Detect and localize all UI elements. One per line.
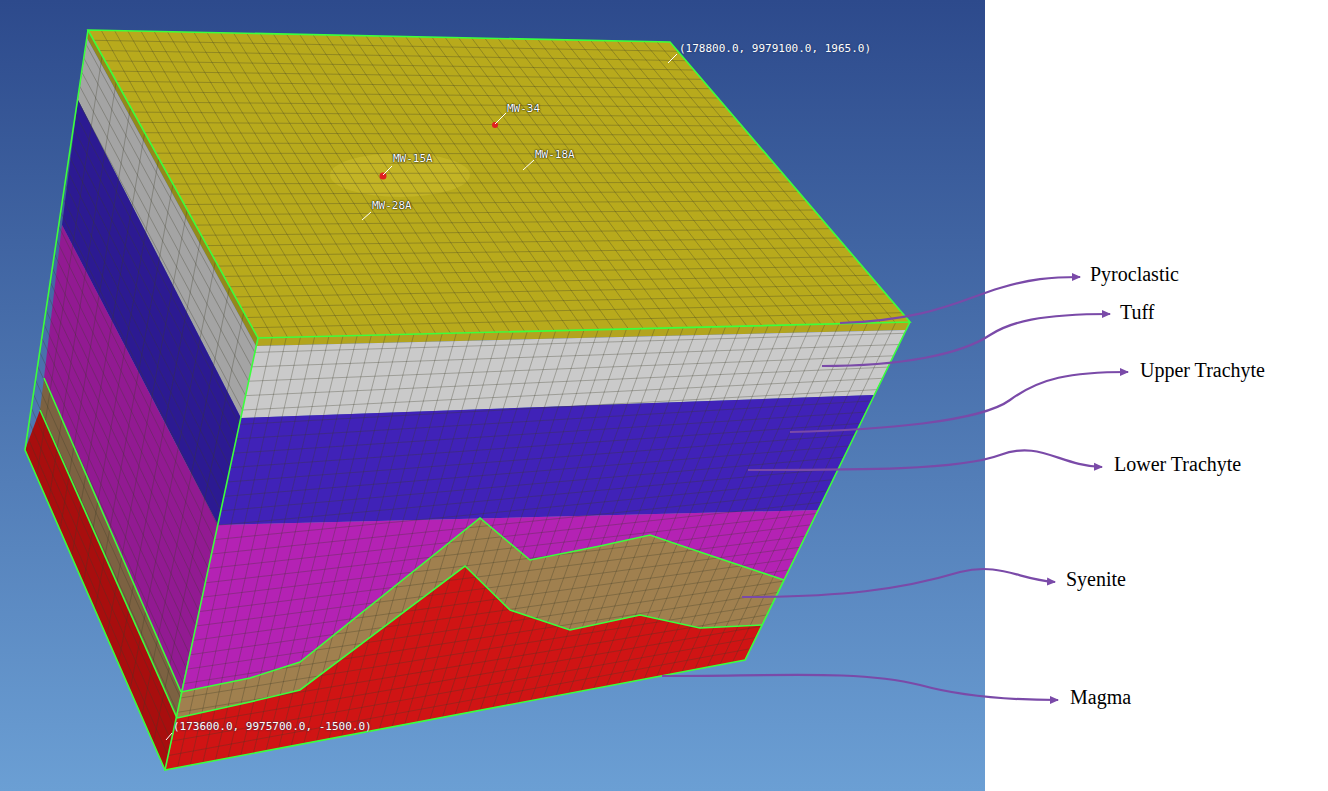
- mesh-line: [139, 122, 742, 126]
- mesh-line: [205, 514, 816, 583]
- mesh-line: [208, 502, 822, 568]
- mesh-line: [202, 525, 811, 597]
- mesh-line: [145, 133, 750, 136]
- front-face: [165, 322, 910, 770]
- mesh-line: [122, 92, 718, 98]
- surface-bump: [330, 153, 470, 197]
- mesh-line: [252, 313, 902, 328]
- mesh-line: [190, 570, 789, 655]
- block-edges: [25, 30, 910, 770]
- mesh-line: [168, 649, 750, 756]
- mesh-line: [57, 240, 212, 554]
- mesh-line: [73, 128, 236, 439]
- mesh-line: [82, 72, 249, 381]
- mesh-line: [179, 191, 798, 194]
- mesh-line: [213, 247, 846, 256]
- mesh-line: [187, 581, 784, 669]
- mesh-line: [233, 412, 866, 453]
- mesh-line: [69, 156, 230, 468]
- well-markers: [166, 54, 677, 740]
- mesh-line: [227, 435, 855, 482]
- mesh-line: [44, 324, 193, 640]
- mesh-line: [230, 423, 860, 467]
- mesh-line: [94, 40, 678, 51]
- mesh-line: [201, 229, 830, 236]
- coordinate-label: (178800.0, 9979100.0, 1965.0): [679, 42, 871, 55]
- mesh-line: [173, 182, 790, 184]
- mesh-line: [65, 184, 224, 496]
- layer-name: Magma: [1070, 686, 1131, 709]
- mesh-line: [190, 210, 814, 215]
- leader-arrows: [662, 277, 1128, 700]
- mesh-line: [221, 457, 844, 511]
- coordinate-label: (173600.0, 9975700.0, -1500.0): [173, 720, 372, 733]
- mesh-line: [116, 81, 710, 88]
- mesh-line: [196, 547, 800, 626]
- mesh-line: [196, 219, 822, 225]
- mesh-line: [36, 380, 181, 698]
- well-label: MW-18A: [535, 148, 575, 161]
- mesh-line: [167, 173, 782, 174]
- mesh-line: [224, 266, 862, 276]
- mesh-line: [207, 238, 838, 246]
- mesh-line: [215, 480, 833, 540]
- mesh-line: [42, 338, 190, 655]
- mesh-line: [50, 282, 202, 597]
- mesh-line: [52, 268, 205, 583]
- mesh-line: [71, 142, 233, 453]
- mesh-line: [29, 422, 171, 741]
- layer-name: Pyroclastic: [1090, 263, 1179, 286]
- mesh-grid: [27, 30, 904, 767]
- mesh-line: [133, 112, 734, 117]
- mesh-line: [171, 638, 756, 742]
- mesh-line: [48, 296, 199, 612]
- well-label: MW-15A: [393, 152, 433, 165]
- mesh-line: [199, 536, 805, 612]
- mesh-line: [63, 198, 221, 511]
- mesh-line: [78, 100, 243, 410]
- mesh-line: [40, 352, 187, 669]
- mesh-line: [67, 170, 227, 482]
- mesh-line: [111, 71, 702, 79]
- mesh-line: [218, 469, 839, 526]
- mesh-line: [80, 86, 246, 396]
- mesh-line: [99, 51, 686, 61]
- mesh-line: [54, 254, 208, 568]
- mesh-line: [243, 378, 883, 410]
- layer-name: Tuff: [1120, 301, 1154, 324]
- mesh-line: [27, 436, 168, 756]
- mesh-line: [181, 604, 773, 698]
- mesh-line: [46, 310, 196, 626]
- mesh-line: [246, 367, 888, 396]
- mesh-line: [184, 201, 806, 205]
- mesh-line: [31, 408, 174, 727]
- mesh-line: [241, 294, 886, 307]
- mesh-line: [252, 345, 899, 367]
- well-label: MW-28A: [372, 199, 412, 212]
- mesh-line: [230, 275, 870, 286]
- layer-name: Syenite: [1066, 568, 1126, 591]
- mesh-line: [156, 153, 766, 155]
- mesh-line: [239, 390, 877, 425]
- mesh-line: [84, 58, 252, 367]
- mesh-line: [128, 102, 726, 107]
- layer-name: Lower Trachyte: [1114, 453, 1241, 476]
- mesh-line: [162, 163, 774, 164]
- mesh-line: [86, 44, 255, 352]
- mesh-line: [224, 446, 850, 497]
- mesh-line: [150, 143, 758, 145]
- mesh-line: [249, 356, 894, 381]
- mesh-line: [218, 257, 854, 266]
- mesh-line: [105, 61, 694, 70]
- mesh-line: [235, 285, 878, 297]
- layer-name: Upper Trachyte: [1140, 359, 1265, 382]
- mesh-line: [59, 226, 215, 540]
- mesh-line: [236, 401, 871, 439]
- well-label: MW-34: [507, 102, 540, 115]
- background: [0, 0, 985, 791]
- mesh-line: [61, 212, 218, 525]
- mesh-line: [75, 114, 239, 424]
